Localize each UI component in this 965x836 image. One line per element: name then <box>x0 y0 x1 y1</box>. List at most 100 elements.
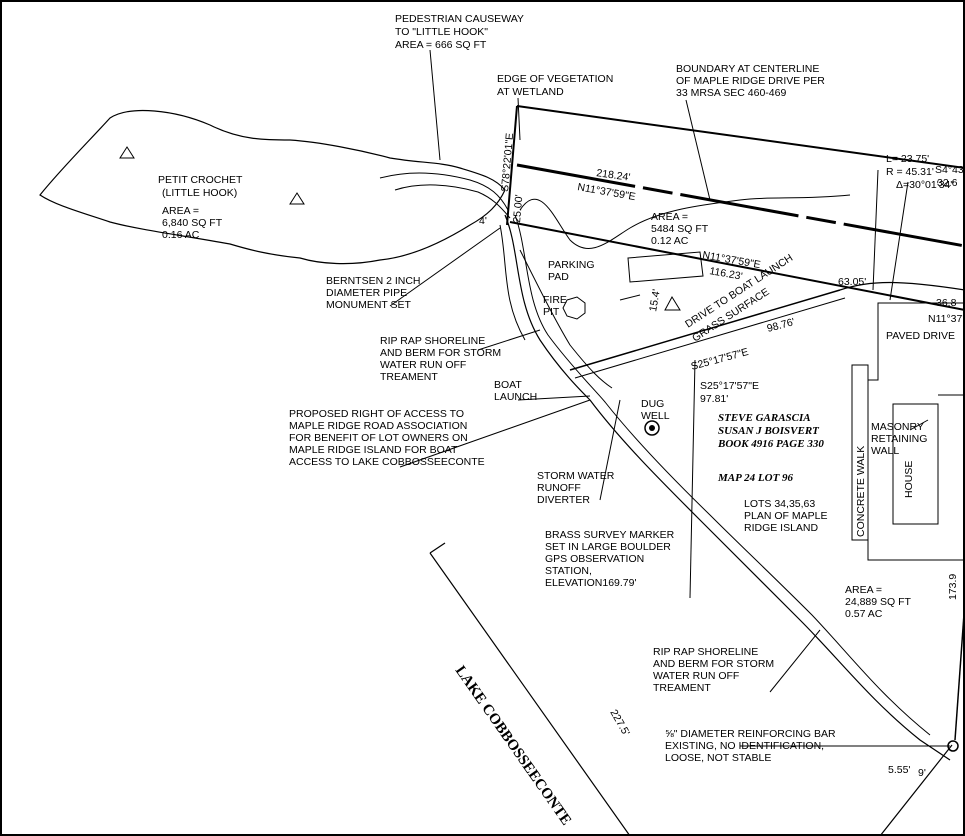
firepit-label-1: FIRE <box>543 294 567 306</box>
survey-triangle <box>289 192 305 205</box>
little-hook-outline <box>39 109 506 265</box>
shoreline <box>504 214 951 761</box>
boundary-drive-north <box>516 163 965 248</box>
riprap2-label-4: TREAMENT <box>653 682 711 694</box>
causeway-label-1: PEDESTRIAN CAUSEWAY <box>395 13 524 25</box>
access-label-5: ACCESS TO LAKE COBBOSSEECONTE <box>289 456 485 468</box>
east-line <box>954 599 965 741</box>
lots-label-1: LOTS 34,35,63 <box>744 498 815 510</box>
brass-label-1: BRASS SURVEY MARKER <box>545 529 675 541</box>
vegetation-label-2: AT WETLAND <box>497 86 564 98</box>
bearing-b1: S78°22'01"E <box>499 132 516 192</box>
brass-label-4: STATION, <box>545 565 592 577</box>
brass-label-3: GPS OBSERVATION <box>545 553 644 565</box>
area1-label-2: 5484 SQ FT <box>651 223 709 235</box>
riprap2-label-2: AND BERM FOR STORM <box>653 658 774 670</box>
fire-pit <box>562 296 586 320</box>
boundary-launch-2 <box>574 297 846 379</box>
bearing-b7: 116.23' <box>708 265 743 283</box>
boundary-label-2: OF MAPLE RIDGE DRIVE PER <box>676 75 825 87</box>
boundary-launch <box>569 289 841 371</box>
riprap1-label-3: WATER RUN OFF <box>380 359 466 371</box>
access-label-2: MAPLE RIDGE ROAD ASSOCIATION <box>289 420 467 432</box>
area2-label-1: AREA = <box>845 584 882 596</box>
causeway-label-3: AREA = 666 SQ FT <box>395 39 487 51</box>
bearing-b11: S25°17'57"E <box>690 346 750 373</box>
curve-label-3: Δ=30°01'34" <box>896 179 954 191</box>
curve-label-1: L= 23.75' <box>886 153 929 165</box>
area2-label-2: 24,889 SQ FT <box>845 596 912 608</box>
petit-label-5: 0.16 AC <box>162 229 200 241</box>
monument-label-1: BERNTSEN 2 INCH <box>326 275 421 287</box>
firepit-label-2: PIT <box>543 306 560 318</box>
bearing-b17: 5.55' <box>888 764 910 776</box>
boundary-label-3: 33 MRSA SEC 460-469 <box>676 87 786 99</box>
stormwater-label-3: DIVERTER <box>537 494 590 506</box>
area1-label-3: 0.12 AC <box>651 235 689 247</box>
stormwater-label-2: RUNOFF <box>537 482 581 494</box>
rebar-label-2: EXISTING, NO IDENTIFICATION, <box>665 740 824 752</box>
access-label-3: FOR BENEFIT OF LOT OWNERS ON <box>289 432 468 444</box>
parking-label-2: PAD <box>548 271 569 283</box>
shoreline-inner <box>514 214 931 736</box>
drive-curve <box>839 281 965 291</box>
lake-frontage <box>429 552 631 836</box>
rebar-label-1: ⅝" DIAMETER REINFORCING BAR <box>665 728 836 740</box>
bearing-b2: 218.24' <box>596 167 631 184</box>
owner-label-1: STEVE GARASCIA <box>718 412 811 424</box>
dug-well <box>644 420 660 436</box>
causeway-line <box>379 172 509 211</box>
bearing-b4: 25.00' <box>511 194 525 223</box>
riprap1-label-1: RIP RAP SHORELINE <box>380 335 485 347</box>
dugwell-label-2: WELL <box>641 410 670 422</box>
boundary-centerline <box>516 105 965 169</box>
access-label-1: PROPOSED RIGHT OF ACCESS TO <box>289 408 464 420</box>
causeway-label-2: TO "LITTLE HOOK" <box>395 26 488 38</box>
monument-label-3: MONUMENT SET <box>326 299 412 311</box>
lots-label-2: PLAN OF MAPLE <box>744 510 827 522</box>
wetland-curve <box>519 249 613 389</box>
masonry-label-2: RETAINING <box>871 433 927 445</box>
monument-label-2: DIAMETER PIPE <box>326 287 407 299</box>
boundary-west <box>506 105 518 226</box>
frontage-tick <box>429 542 446 554</box>
causeway-line-2 <box>394 184 511 219</box>
boatlaunch-label-1: BOAT <box>494 379 522 391</box>
brass-label-5: ELEVATION169.79' <box>545 577 637 589</box>
vegetation-label-1: EDGE OF VEGETATION <box>497 73 613 85</box>
owner-label-3: BOOK 4916 PAGE 330 <box>717 438 824 450</box>
house-label: HOUSE <box>903 461 915 498</box>
leader-lines <box>389 49 950 747</box>
dugwell-label-1: DUG <box>641 398 664 410</box>
bearing-b9: 36.8 <box>936 297 957 309</box>
bearing-b12: 98.76' <box>766 316 796 335</box>
area2-label-3: 0.57 AC <box>845 608 883 620</box>
rebar-label-3: LOOSE, NOT STABLE <box>665 752 771 764</box>
lots-label-3: RIDGE ISLAND <box>744 522 819 534</box>
access-label-4: MAPLE RIDGE ISLAND FOR BOAT <box>289 444 458 456</box>
labels: PEDESTRIAN CAUSEWAY TO "LITTLE HOOK" ARE… <box>158 13 965 828</box>
stormwater-label-1: STORM WATER <box>537 470 615 482</box>
petit-label-2: (LITTLE HOOK) <box>162 187 237 199</box>
bearing-b18: 9' <box>918 767 926 779</box>
parking-label-1: PARKING <box>548 259 594 271</box>
bearing-b20: S4°43 <box>935 164 964 176</box>
concrete-walk-label: CONCRETE WALK <box>855 446 867 537</box>
boundary-label-1: BOUNDARY AT CENTERLINE <box>676 63 819 75</box>
petit-label-3: AREA = <box>162 205 199 217</box>
bearing-b14: 97.81' <box>700 393 728 405</box>
survey-triangle <box>119 146 135 159</box>
area1-label-1: AREA = <box>651 211 688 223</box>
bearing-b19: 173.9 <box>947 574 959 600</box>
house-body <box>892 403 939 525</box>
bearing-b10: N11°37'5 <box>928 313 965 325</box>
bearing-b21: 32.6 <box>937 177 958 189</box>
riprap1-label-2: AND BERM FOR STORM <box>380 347 501 359</box>
riprap1-label-4: TREAMENT <box>380 371 438 383</box>
concrete-walk <box>851 364 869 541</box>
bearing-b16: 227.5' <box>607 708 632 738</box>
vegetation-edge <box>519 194 851 249</box>
